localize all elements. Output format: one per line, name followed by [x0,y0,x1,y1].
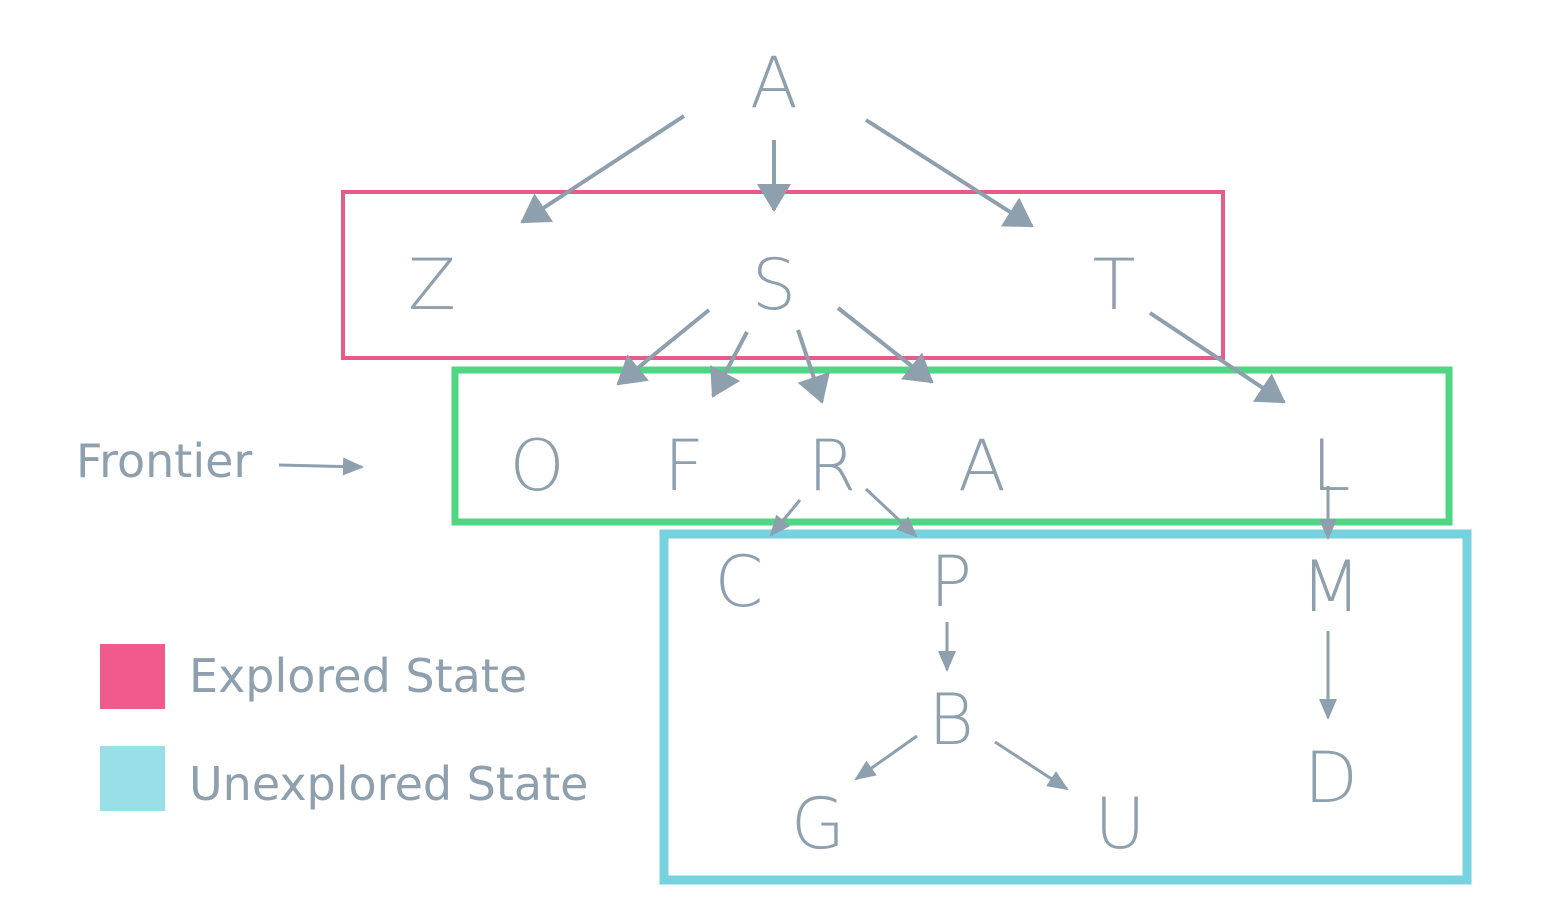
edge-s-a [836,306,934,384]
node-d: D [1304,737,1358,819]
legend-unexplored-swatch [100,746,165,811]
node-g: G [791,783,845,865]
node-c: C [715,541,764,623]
node-a-frontier: A [958,425,1006,507]
legend-explored-swatch [100,644,165,709]
edge-s-r [796,329,830,404]
edge-b-g [854,734,918,781]
node-l: L [1312,425,1351,507]
frontier-label: Frontier [76,434,252,488]
node-u: U [1094,783,1145,865]
unexplored-region-box [659,529,1472,885]
edge-b-u [994,740,1069,791]
edge-s-f [710,331,749,398]
edge-t-l [1148,311,1286,404]
legend-explored-label: Explored State [189,649,527,703]
node-z: Z [408,244,456,326]
edge-r-c [769,499,802,537]
legend: Explored State Unexplored State [100,644,588,811]
node-o: O [509,425,564,507]
node-r: R [808,425,857,507]
node-s: S [752,244,796,326]
frontier-region-box [451,366,1453,526]
node-b: B [928,679,974,761]
node-t: T [1093,244,1136,326]
edge-a-z [520,114,686,224]
edge-a-t [864,118,1034,228]
node-m: M [1301,546,1361,628]
node-a-root: A [750,42,798,124]
node-p: P [930,541,972,623]
legend-unexplored-label: Unexplored State [189,757,588,811]
edge-r-p [864,487,918,538]
edge-s-o [616,308,711,386]
node-f: F [664,425,704,507]
frontier-pointer-arrow [278,457,364,476]
